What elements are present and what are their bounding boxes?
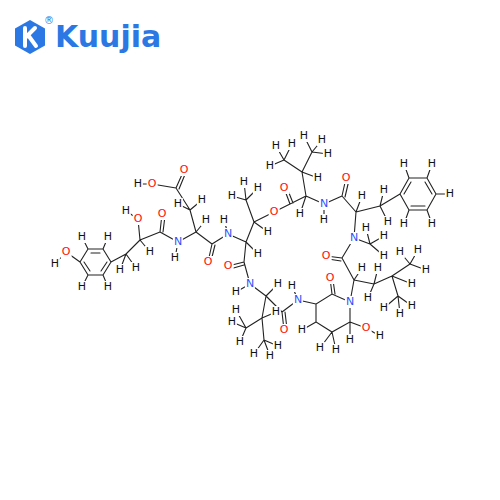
atom-label: H [273,340,283,352]
atom-label: O [147,178,158,190]
atom-label: H [173,198,183,210]
atom-label: H [319,214,329,226]
atom-label: H [421,264,431,276]
atom-label: H [357,262,367,274]
atom-label: N [245,278,255,290]
atom-label: H [379,302,389,314]
atom-label: H [115,264,125,276]
atom-label: H [265,160,275,172]
atom-label: H [227,190,237,202]
atom-label: H [197,194,207,206]
atom-label: N [223,228,233,240]
atom-label: N [319,198,329,210]
atom-label: H [375,330,385,342]
atom-label: H [407,278,417,290]
atom-label: H [287,280,297,292]
bond-lines [55,136,450,356]
atom-label: H [395,308,405,320]
atom-label: H [131,262,141,274]
logo-icon [15,20,45,54]
atom-label: H [133,178,143,190]
atom-label: H [315,342,325,354]
atom-label: O [279,324,290,336]
atom-label: H [357,190,367,202]
atom-label: H [77,281,87,293]
logo-text: Kuujia [55,20,161,54]
atom-label: H [299,130,309,142]
atom-label: H [297,324,307,336]
atom-label: O [341,172,352,184]
atom-label: H [219,214,229,226]
atom-label: H [103,231,113,243]
atom-label: H [361,222,371,234]
atom-label: N [293,294,303,306]
atom-label: H [379,250,389,262]
atom-label: H [145,246,155,258]
logo-hexagon [15,20,45,54]
atom-label: H [231,286,241,298]
atom-label: H [395,246,405,258]
atom-label: H [317,134,327,146]
atom-label: H [235,336,245,348]
atom-label: O [223,260,234,272]
atom-label: H [253,248,263,260]
atom-label: H [263,226,273,238]
atom-label: O [61,246,72,258]
atom-label: H [227,316,237,328]
atom-label: O [157,208,168,220]
atom-label: H [249,348,259,360]
atom-label: H [50,258,60,270]
atom-label: H [77,231,87,243]
atom-label: H [170,252,180,264]
registered-mark: ® [44,15,54,26]
atom-label: H [427,218,437,230]
atom-label: O [179,164,190,176]
atom-label: H [253,182,263,194]
atom-label: H [383,216,393,228]
atom-label: H [239,176,249,188]
atom-label: O [325,272,336,284]
atom-label: H [121,205,131,217]
atom-label: H [273,278,283,290]
logo-mark [25,28,36,46]
atom-label: H [427,158,437,170]
atom-label: H [271,306,281,318]
atom-label: O [279,182,290,194]
atom-label: H [323,148,333,160]
atom-label: H [271,140,281,152]
atom-label: O [361,322,372,334]
atom-label: O [133,213,144,225]
atom-label: H [399,158,409,170]
atom-label: H [331,344,341,356]
atom-label: H [373,262,383,274]
atom-label: H [313,172,323,184]
atom-label: H [201,214,211,226]
atom-label: N [173,236,183,248]
atom-label: H [103,281,113,293]
atom-label: N [345,296,355,308]
atom-label: O [203,256,214,268]
atom-label: O [269,206,280,218]
atom-label: H [345,334,355,346]
atom-label: H [363,292,373,304]
atom-label: H [445,188,455,200]
atom-label: H [379,184,389,196]
atom-label: H [413,244,423,256]
atom-label: N [349,232,359,244]
atom-label: H [231,304,241,316]
atom-label: H [295,208,305,220]
atom-label: H [379,230,389,242]
atom-label: H [407,300,417,312]
atom-label: O [321,250,332,262]
atom-label: H [287,138,297,150]
atom-label: H [399,218,409,230]
